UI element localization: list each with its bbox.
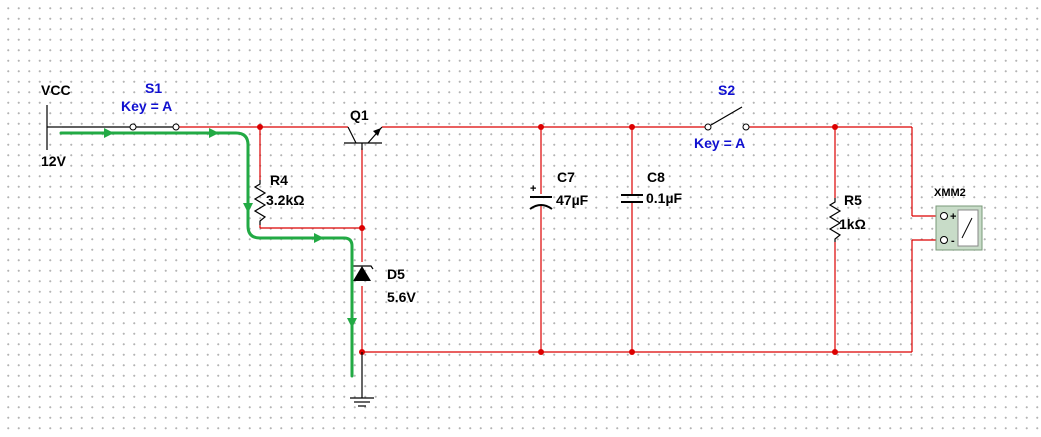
xmm2-display: [957, 209, 979, 247]
flow-arrow: [314, 233, 324, 243]
capacitor-c7[interactable]: + C7 47µF: [529, 169, 589, 210]
vcc-name: VCC: [41, 82, 71, 98]
q1-emitter-arrow: [373, 128, 381, 136]
s1-name: S1: [145, 80, 162, 96]
c7-polarity: +: [530, 183, 536, 195]
flow-arrow: [104, 128, 114, 138]
vcc-supply[interactable]: VCC 12V: [41, 82, 71, 169]
junction-dot: [359, 225, 365, 231]
s2-lever: [710, 106, 743, 126]
q1-collector: [347, 126, 357, 144]
zener-d5[interactable]: D5 5.6V: [350, 262, 416, 305]
flow-arrow: [209, 128, 219, 138]
current-flow-line: [59, 131, 354, 378]
xmm2-minus-label: -: [951, 235, 955, 247]
junction-dot: [257, 124, 263, 130]
s2-contact: [704, 123, 712, 131]
c7-name: C7: [557, 169, 575, 185]
r5-name: R5: [844, 192, 862, 208]
flow-arrow: [347, 318, 357, 328]
resistor-r5[interactable]: R5 1kΩ: [828, 192, 866, 242]
s1-contact: [129, 123, 137, 131]
junction-dot: [629, 349, 635, 355]
xmm2-plus-terminal[interactable]: [940, 212, 948, 220]
c7-value: 47µF: [556, 192, 589, 208]
multimeter-xmm2[interactable]: + - XMM2: [934, 187, 983, 251]
transistor-q1[interactable]: Q1: [344, 107, 383, 150]
junction-dot: [538, 124, 544, 130]
wires: [176, 126, 937, 353]
s1-key: Key = A: [121, 98, 172, 114]
junction-dot: [629, 124, 635, 130]
r4-value: 3.2kΩ: [266, 192, 304, 208]
r4-name: R4: [270, 172, 288, 188]
capacitor-c8[interactable]: C8 0.1µF: [621, 169, 683, 206]
s2-key: Key = A: [694, 135, 745, 151]
junction-dot: [538, 349, 544, 355]
current-flow-path: [59, 128, 357, 378]
junctions: [257, 124, 838, 355]
d5-name: D5: [387, 266, 405, 282]
xmm2-plus-label: +: [950, 211, 956, 223]
c8-name: C8: [647, 169, 665, 185]
c8-value: 0.1µF: [646, 190, 683, 206]
d5-triangle: [353, 266, 371, 281]
d5-value: 5.6V: [387, 289, 416, 305]
s2-contact: [742, 123, 750, 131]
xmm2-needle: [961, 217, 973, 239]
xmm2-name: XMM2: [934, 187, 966, 199]
s1-contact: [172, 123, 180, 131]
vcc-value: 12V: [41, 153, 67, 169]
switch-s1[interactable]: S1 Key = A: [62, 80, 180, 131]
flow-arrow: [243, 203, 253, 213]
xmm2-minus-terminal[interactable]: [940, 236, 948, 244]
junction-dot: [832, 124, 838, 130]
r5-value: 1kΩ: [839, 216, 866, 232]
ground-symbol: [350, 352, 374, 407]
resistor-r4[interactable]: R4 3.2kΩ: [253, 172, 304, 225]
r4-zigzag: [253, 180, 267, 225]
c7-plate-bottom: [529, 204, 553, 210]
junction-dot: [832, 349, 838, 355]
q1-name: Q1: [350, 107, 369, 123]
switch-s2[interactable]: S2 Key = A: [694, 82, 750, 151]
r5-zigzag: [828, 198, 842, 242]
s2-name: S2: [718, 82, 735, 98]
